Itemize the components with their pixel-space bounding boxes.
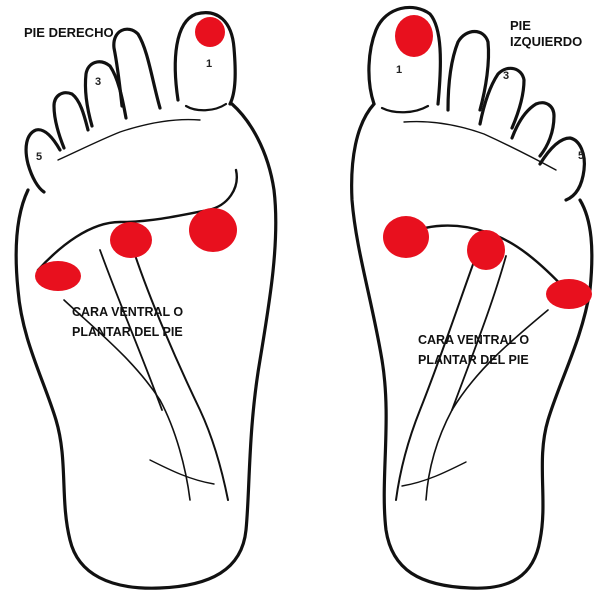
right-toe-number-3: 3 [95, 76, 101, 88]
red-dot-marker [195, 17, 225, 47]
left-foot-title-line2: IZQUIERDO [510, 34, 582, 50]
red-dot-marker [35, 261, 81, 291]
right-toe-number-1: 1 [206, 58, 212, 70]
left-toe-number-3: 3 [503, 70, 509, 82]
left-toe-number-5: 5 [578, 150, 584, 162]
left-foot-title-line1: PIE [510, 18, 582, 34]
left-foot-title: PIE IZQUIERDO [510, 18, 582, 50]
left-foot-caption: CARA VENTRAL O PLANTAR DEL PIE [418, 330, 529, 370]
right-toe-number-5: 5 [36, 151, 42, 163]
left-toe-number-1: 1 [396, 64, 402, 76]
red-dot-marker [546, 279, 592, 309]
red-dot-marker [110, 222, 152, 258]
right-caption-line1: CARA VENTRAL O [72, 302, 183, 322]
right-foot-sole-icon [16, 13, 276, 589]
red-dot-marker [189, 208, 237, 252]
red-dot-marker [395, 15, 433, 57]
left-caption-line2: PLANTAR DEL PIE [418, 350, 529, 370]
red-dot-marker [467, 230, 505, 270]
right-foot-caption: CARA VENTRAL O PLANTAR DEL PIE [72, 302, 183, 342]
red-dot-marker [383, 216, 429, 258]
right-foot-title: PIE DERECHO [24, 25, 114, 41]
right-caption-line2: PLANTAR DEL PIE [72, 322, 183, 342]
left-caption-line1: CARA VENTRAL O [418, 330, 529, 350]
